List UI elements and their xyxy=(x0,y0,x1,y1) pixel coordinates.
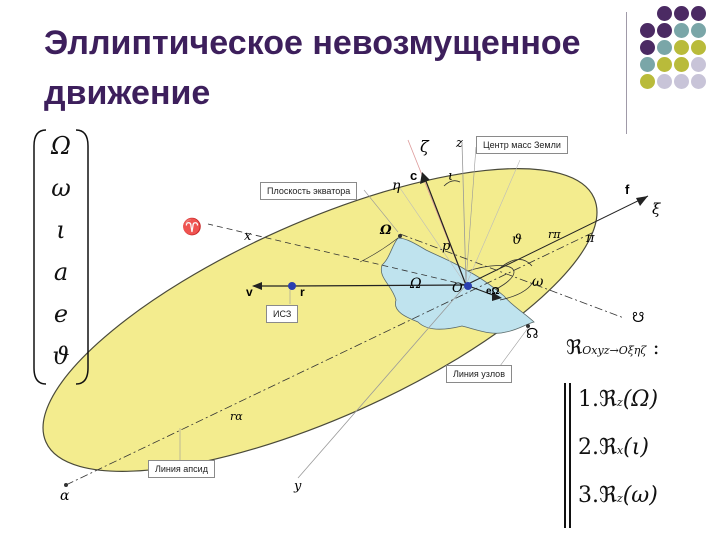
aux-line xyxy=(465,159,521,286)
label-omega-small: ω xyxy=(532,274,544,290)
decor-dot xyxy=(691,57,706,72)
elements-vector: Ω ω ι a e ϑ xyxy=(32,126,90,388)
label-omega-top: Ω xyxy=(379,223,392,238)
rotation-header-sub: Oxyz→Oξηζ xyxy=(582,344,647,357)
label-desc-node: ☋ xyxy=(632,309,644,325)
decor-dot xyxy=(674,57,689,72)
c-arrowhead xyxy=(420,172,430,184)
decor-dot xyxy=(640,74,655,89)
iota-arc xyxy=(443,180,461,187)
callout-equator-plane: Плоскость экватора xyxy=(260,182,358,200)
rotation-sequence: ℜOxyz→Oξηζ : 1.ℜz(Ω) 2.ℜx(ι) 3.ℜz(ω) xyxy=(558,335,718,530)
label-r: r xyxy=(300,285,305,299)
label-iota: ι xyxy=(448,169,453,184)
label-eta: η xyxy=(392,178,401,194)
decor-dot xyxy=(674,40,689,55)
decor-dot xyxy=(640,57,655,72)
decor-dot xyxy=(691,74,706,89)
rotation-bar-inner xyxy=(569,383,571,528)
orbit-plane xyxy=(42,168,598,472)
label-theta: ϑ xyxy=(512,232,522,248)
rotation-row-2: 2.ℜx(ι) xyxy=(578,435,649,460)
earth-patch xyxy=(380,237,535,334)
leader-equator xyxy=(363,189,399,233)
decor-dot xyxy=(640,23,655,38)
c-vector xyxy=(423,175,467,286)
z-axis xyxy=(461,141,467,286)
title-divider xyxy=(626,12,627,134)
element-Omega: Ω xyxy=(51,132,71,160)
rotation-bar-outer xyxy=(564,383,566,528)
label-omega-mid: Ω xyxy=(409,276,422,292)
element-theta: ϑ xyxy=(52,342,70,370)
decor-dot xyxy=(674,74,689,89)
f-arrowhead xyxy=(636,196,648,206)
callout-satellite: ИСЗ xyxy=(266,305,299,323)
desc-node-dot xyxy=(526,324,530,328)
label-z: z xyxy=(455,136,463,151)
decor-dot xyxy=(640,40,655,55)
velocity-arrowhead xyxy=(252,282,262,290)
e-omega-arrowhead xyxy=(492,292,502,301)
leader-node xyxy=(499,327,529,367)
label-O: O xyxy=(452,281,463,296)
rotation-header-symbol: ℜ xyxy=(566,335,583,359)
label-x: x xyxy=(244,229,252,244)
label-aries: ♈ xyxy=(182,217,202,236)
leader-earth-center xyxy=(465,146,477,283)
rotation-row-1: 1.ℜz(Ω) xyxy=(578,387,659,412)
rotation-row-3: 3.ℜz(ω) xyxy=(578,483,658,508)
label-v: v xyxy=(246,285,253,299)
label-f: f xyxy=(625,182,630,197)
label-y: y xyxy=(293,479,302,494)
label-xi: ξ xyxy=(652,200,661,218)
node-line xyxy=(399,233,625,319)
element-iota: ι xyxy=(56,216,66,244)
callout-node-line: Линия узлов xyxy=(446,365,512,383)
decor-dot xyxy=(674,23,689,38)
x-axis xyxy=(207,223,467,286)
rotation-header: ℜOxyz→Oξηζ : xyxy=(566,335,659,359)
radius-vector xyxy=(289,284,467,287)
decor-dot xyxy=(657,40,672,55)
decor-dot xyxy=(657,74,672,89)
label-alpha: α xyxy=(60,488,70,504)
element-omega: ω xyxy=(51,174,71,202)
page-title: Эллиптическое невозмущенное движение xyxy=(44,24,581,112)
label-c: c xyxy=(410,168,417,183)
decor-dot xyxy=(657,23,672,38)
center-dot xyxy=(464,282,472,290)
y-axis xyxy=(297,284,467,479)
eta-axis xyxy=(399,187,467,286)
aries-arc xyxy=(359,237,399,263)
decor-dot xyxy=(657,57,672,72)
alpha-dot xyxy=(64,483,68,487)
callout-earth-center: Центр масс Земли xyxy=(476,136,568,154)
omega-arc xyxy=(499,279,535,301)
callout-apsis-line: Линия апсид xyxy=(148,460,215,478)
theta-arc xyxy=(499,259,533,269)
matrix-brackets xyxy=(33,129,89,385)
rotation-header-tail: : xyxy=(646,335,660,359)
satellite-dot xyxy=(288,282,296,290)
asc-node-dot xyxy=(398,234,402,238)
decor-dot xyxy=(691,6,706,21)
label-pi: π xyxy=(585,231,595,246)
decor-dot xyxy=(691,23,706,38)
decor-dot xyxy=(691,40,706,55)
label-r-alpha: rα xyxy=(230,410,243,423)
label-r-pi: rπ xyxy=(548,228,561,241)
decor-dot xyxy=(674,6,689,21)
label-node-symbol: ☊ xyxy=(526,325,538,341)
label-p: p xyxy=(442,239,451,254)
element-a: a xyxy=(53,258,69,286)
decor-dot xyxy=(657,6,672,21)
label-zeta: ζ xyxy=(420,137,430,156)
label-e-omega: eΩ xyxy=(486,286,500,297)
element-e: e xyxy=(53,300,69,328)
